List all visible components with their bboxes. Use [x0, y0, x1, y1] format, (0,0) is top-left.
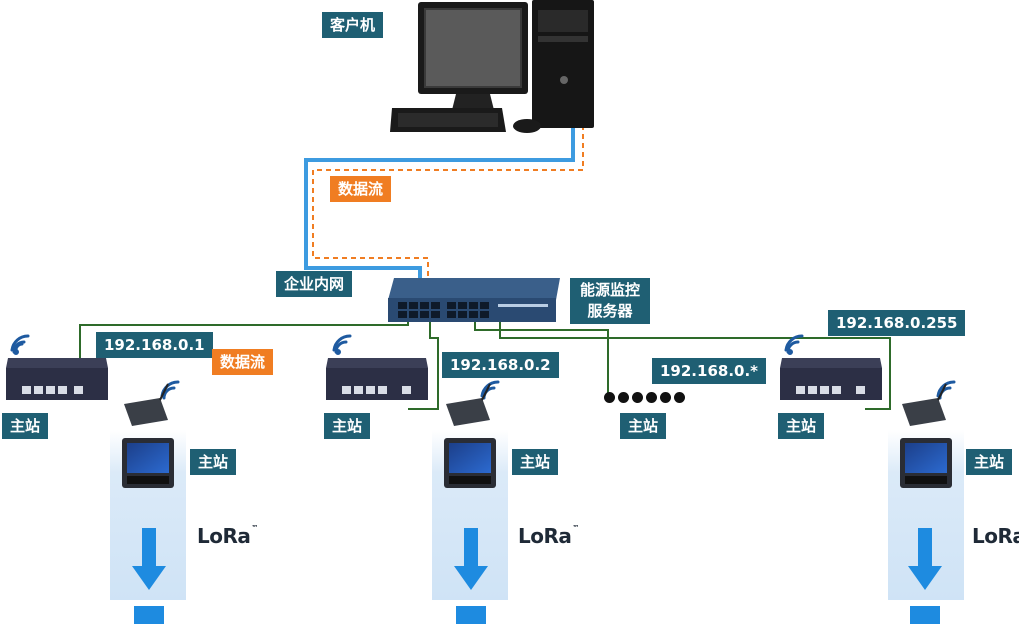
meter-icon-3 [900, 383, 952, 488]
ellipsis-dots [604, 392, 685, 403]
arrow-down-icon [908, 528, 942, 624]
lora-logo-3: LoRa [972, 524, 1019, 548]
station-label-2: 主站 [324, 413, 371, 439]
server-label: 能源监控 服务器 [570, 278, 651, 324]
meter-icon-2 [444, 383, 496, 488]
intranet-link [304, 120, 575, 280]
lora-logo-2: LoRa™ [518, 524, 579, 548]
data-flow-label: 数据流 [212, 349, 274, 375]
lora-text: LoRa [972, 524, 1019, 548]
switch-icon-4 [780, 358, 882, 400]
station-label-4: 主站 [778, 413, 825, 439]
lora-text: LoRa [197, 524, 251, 548]
switch-icon-1 [6, 358, 108, 400]
arrow-down-icon [132, 528, 166, 624]
lora-mark: ™ [251, 524, 258, 532]
intranet-label: 企业内网 [276, 271, 353, 297]
server-switch-icon [388, 278, 560, 322]
wifi-icon [10, 334, 30, 355]
ip-label-3: 192.168.0.* [652, 358, 766, 384]
lora-text: LoRa [518, 524, 572, 548]
client-label: 客户机 [322, 12, 384, 38]
station-label-meter-1: 主站 [190, 449, 237, 475]
station-label-meter-2: 主站 [512, 449, 559, 475]
ip-label-1: 192.168.0.1 [96, 332, 213, 358]
lora-mark: ™ [572, 524, 579, 532]
lora-logo-1: LoRa™ [197, 524, 258, 548]
ip-label-2: 192.168.0.2 [442, 352, 559, 378]
wifi-icon [784, 334, 804, 355]
link-station-2 [408, 317, 439, 410]
data-flow-link [312, 125, 584, 282]
link-station-3 [474, 317, 609, 396]
wifi-icon [332, 334, 352, 355]
server-label-line1: 能源监控 [580, 281, 641, 299]
ip-label-4: 192.168.0.255 [828, 310, 966, 336]
connection-lines [79, 120, 891, 410]
station-label-3: 主站 [620, 413, 667, 439]
station-label-1: 主站 [2, 413, 49, 439]
meter-icon-1 [122, 383, 174, 488]
station-label-meter-3: 主站 [966, 449, 1013, 475]
server-label-line2: 服务器 [587, 302, 633, 320]
link-station-4 [499, 317, 891, 410]
data-flow-label-top: 数据流 [330, 176, 392, 202]
switch-icon-2 [326, 358, 428, 400]
computer-icon [390, 0, 594, 133]
arrow-down-icon [454, 528, 488, 624]
